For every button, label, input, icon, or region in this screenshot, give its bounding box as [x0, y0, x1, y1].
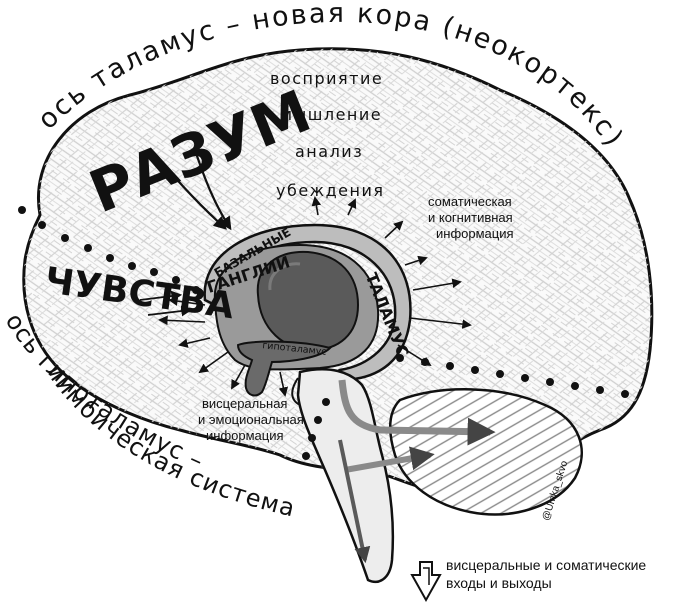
mind-arrows — [159, 149, 232, 231]
thalamus-axis-dots — [18, 206, 200, 294]
hypothalamus-shape — [236, 340, 332, 397]
function-analysis: анализ — [295, 142, 363, 161]
ascending-path-arrow — [338, 379, 496, 446]
lower-axis-dots — [302, 354, 629, 460]
io-info-1: висцеральные и соматические — [446, 557, 646, 573]
visceral-info-2: и эмоциональная — [198, 412, 304, 427]
io-info-2: входы и выходы — [446, 575, 552, 591]
function-perception: восприятие — [270, 69, 383, 88]
output-arrows — [158, 196, 472, 397]
io-arrow-icon — [410, 561, 442, 603]
function-beliefs: убеждения — [276, 181, 384, 200]
somatic-info-1: соматическая — [428, 194, 512, 209]
cerebellum — [389, 388, 583, 516]
lateral-path-arrow — [344, 446, 435, 473]
visceral-info-3: информация — [206, 428, 284, 443]
function-thinking: мышление — [280, 105, 382, 124]
descending-path-arrow — [338, 439, 371, 564]
somatic-info-3: информация — [436, 226, 514, 241]
feelings-arrows — [139, 290, 193, 317]
somatic-info-2: и когнитивная — [428, 210, 513, 225]
visceral-info-1: висцеральная — [202, 396, 287, 411]
